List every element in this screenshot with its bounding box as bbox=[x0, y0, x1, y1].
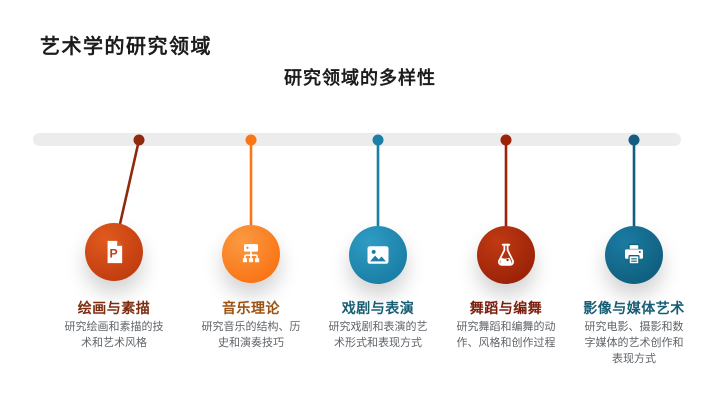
research-field-item-media: 影像与媒体艺术 研究电影、摄影和数 字媒体的艺术创作和 表现方式 bbox=[566, 0, 702, 404]
image-icon bbox=[367, 246, 389, 264]
research-field-item-music: 音乐理论 研究音乐的结构、历 史和演奏技巧 bbox=[183, 0, 319, 404]
sitemap-icon bbox=[242, 244, 260, 263]
field-description: 研究舞蹈和编舞的动 作、风格和创作过程 bbox=[456, 321, 556, 349]
flask-icon bbox=[498, 243, 514, 266]
field-title: 音乐理论 bbox=[222, 300, 280, 316]
research-field-item-painting: P 绘画与素描 研究绘画和素描的技 术和艺术风格 bbox=[46, 0, 182, 404]
field-title: 绘画与素描 bbox=[77, 300, 151, 316]
pendulum-ball bbox=[477, 226, 535, 284]
research-field-item-drama: 戏剧与表演 研究戏剧和表演的艺 术形式和表现方式 bbox=[310, 0, 446, 404]
field-description: 研究绘画和素描的技 术和艺术风格 bbox=[64, 321, 164, 349]
field-title: 舞蹈与编舞 bbox=[469, 300, 543, 316]
svg-text:P: P bbox=[109, 247, 117, 261]
field-description: 研究音乐的结构、历 史和演奏技巧 bbox=[201, 321, 301, 349]
field-description: 研究电影、摄影和数 字媒体的艺术创作和 表现方式 bbox=[584, 321, 684, 365]
pendulum-ball bbox=[349, 226, 407, 284]
field-title: 戏剧与表演 bbox=[341, 300, 415, 316]
field-description: 研究戏剧和表演的艺 术形式和表现方式 bbox=[328, 321, 428, 349]
pendulum-ball bbox=[222, 225, 280, 283]
pendulum-ball bbox=[605, 226, 663, 284]
pendulum-ball: P bbox=[85, 223, 143, 281]
printer-icon bbox=[625, 243, 643, 265]
research-field-item-dance: 舞蹈与编舞 研究舞蹈和编舞的动 作、风格和创作过程 bbox=[438, 0, 574, 404]
field-title: 影像与媒体艺术 bbox=[583, 300, 685, 316]
slide-title: 艺术学的研究领域 bbox=[40, 36, 212, 58]
ppt-document-icon: P bbox=[107, 240, 123, 264]
slide-subtitle: 研究领域的多样性 bbox=[284, 68, 436, 88]
timeline-bar bbox=[33, 133, 681, 146]
